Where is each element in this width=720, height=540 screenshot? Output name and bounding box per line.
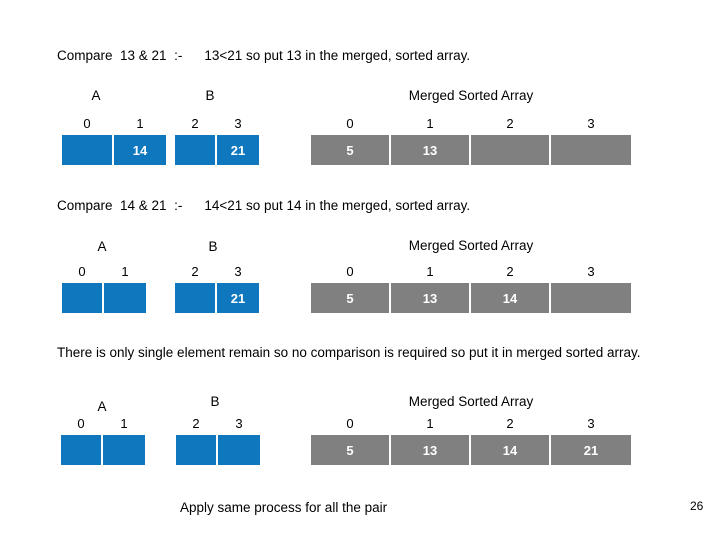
cell-index: 1 xyxy=(426,116,434,131)
cell-index: 2 xyxy=(506,264,514,279)
array-cell[interactable]: 1 13 xyxy=(391,116,471,165)
cell-index: 2 xyxy=(506,116,514,131)
cell-value: 21 xyxy=(230,142,246,158)
array-cell[interactable]: 3 21 xyxy=(217,116,259,165)
step-3-array-a: 0 1 xyxy=(61,416,145,465)
array-cell[interactable]: 3 21 xyxy=(217,264,259,313)
step-3-label-a: A xyxy=(97,399,107,414)
cell-index: 0 xyxy=(78,264,86,279)
step-2-caption: Compare 14 & 21 :- 14<21 so put 14 in the… xyxy=(57,197,470,214)
array-cell[interactable]: 1 14 xyxy=(114,116,166,165)
array-cell[interactable]: 0 5 xyxy=(311,116,391,165)
array-cell[interactable]: 3 xyxy=(551,116,631,165)
cell-index: 0 xyxy=(77,416,85,431)
array-cell[interactable]: 0 5 xyxy=(311,264,391,313)
cell-index: 3 xyxy=(234,116,242,131)
cell-index: 1 xyxy=(121,264,129,279)
cell-index: 0 xyxy=(346,416,354,431)
array-cell[interactable]: 2 14 xyxy=(471,264,551,313)
step-1-label-b: B xyxy=(205,88,215,103)
cell-value: 13 xyxy=(422,290,438,306)
cell-index: 2 xyxy=(192,416,200,431)
array-cell[interactable]: 2 14 xyxy=(471,416,551,465)
step-1-array-a: 0 1 14 xyxy=(62,116,166,165)
cell-index: 3 xyxy=(235,416,243,431)
step-2-label-a: A xyxy=(97,239,107,254)
cell-value: 5 xyxy=(346,290,354,306)
step-1-array-b: 2 3 21 xyxy=(175,116,259,165)
cell-index: 1 xyxy=(426,416,434,431)
cell-index: 0 xyxy=(83,116,91,131)
array-cell[interactable]: 1 13 xyxy=(391,264,471,313)
array-cell[interactable]: 3 xyxy=(218,416,260,465)
cell-value: 14 xyxy=(502,442,518,458)
array-cell[interactable]: 0 xyxy=(62,116,114,165)
array-cell[interactable]: 0 5 xyxy=(311,416,391,465)
step-2-array-b: 2 3 21 xyxy=(175,264,259,313)
step-2-array-a: 0 1 xyxy=(62,264,146,313)
step-2-caption-lead: Compare 14 & 21 :- xyxy=(57,198,183,213)
array-cell[interactable]: 2 xyxy=(471,116,551,165)
array-cell[interactable]: 2 xyxy=(176,416,218,465)
array-cell[interactable]: 0 xyxy=(62,264,104,313)
array-cell[interactable]: 3 21 xyxy=(551,416,631,465)
step-3-merged-title: Merged Sorted Array xyxy=(408,394,534,409)
cell-value: 13 xyxy=(422,442,438,458)
cell-index: 0 xyxy=(346,264,354,279)
cell-value: 13 xyxy=(422,142,438,158)
cell-value: 5 xyxy=(346,442,354,458)
step-2-caption-detail: 14<21 so put 14 in the merged, sorted ar… xyxy=(204,198,471,213)
array-cell[interactable]: 0 xyxy=(61,416,103,465)
cell-index: 2 xyxy=(191,264,199,279)
cell-index: 2 xyxy=(191,116,199,131)
array-cell[interactable]: 1 13 xyxy=(391,416,471,465)
cell-index: 3 xyxy=(587,116,595,131)
step-1-merged-array: 0 5 1 13 2 3 xyxy=(311,116,631,165)
array-cell[interactable]: 1 xyxy=(104,264,146,313)
step-3-caption-lead: There is only single element remain so n… xyxy=(57,345,641,360)
cell-value: 21 xyxy=(583,442,599,458)
cell-index: 3 xyxy=(587,264,595,279)
cell-value: 5 xyxy=(346,142,354,158)
page-number: 26 xyxy=(690,499,704,513)
step-1-caption-detail: 13<21 so put 13 in the merged, sorted ar… xyxy=(204,48,471,63)
step-1-caption-lead: Compare 13 & 21 :- xyxy=(57,48,183,63)
cell-index: 1 xyxy=(136,116,144,131)
cell-index: 3 xyxy=(234,264,242,279)
step-2-label-b: B xyxy=(208,239,218,254)
step-1-merged-title: Merged Sorted Array xyxy=(408,88,534,103)
cell-value: 21 xyxy=(230,290,246,306)
cell-index: 2 xyxy=(506,416,514,431)
cell-value: 14 xyxy=(132,142,148,158)
array-cell[interactable]: 2 xyxy=(175,116,217,165)
footer-note: Apply same process for all the pair xyxy=(180,500,388,515)
cell-index: 0 xyxy=(346,116,354,131)
step-3-caption: There is only single element remain so n… xyxy=(57,344,657,361)
array-cell[interactable]: 3 xyxy=(551,264,631,313)
array-cell[interactable]: 1 xyxy=(103,416,145,465)
step-3-merged-array: 0 5 1 13 2 14 3 21 xyxy=(311,416,631,465)
step-3-label-b: B xyxy=(210,394,220,409)
cell-value: 14 xyxy=(502,290,518,306)
cell-index: 1 xyxy=(120,416,128,431)
step-2-merged-title: Merged Sorted Array xyxy=(408,238,534,253)
cell-index: 3 xyxy=(587,416,595,431)
step-3-array-b: 2 3 xyxy=(176,416,260,465)
step-1-caption: Compare 13 & 21 :- 13<21 so put 13 in the… xyxy=(57,47,470,64)
array-cell[interactable]: 2 xyxy=(175,264,217,313)
step-2-merged-array: 0 5 1 13 2 14 3 xyxy=(311,264,631,313)
cell-index: 1 xyxy=(426,264,434,279)
step-1-label-a: A xyxy=(91,88,101,103)
